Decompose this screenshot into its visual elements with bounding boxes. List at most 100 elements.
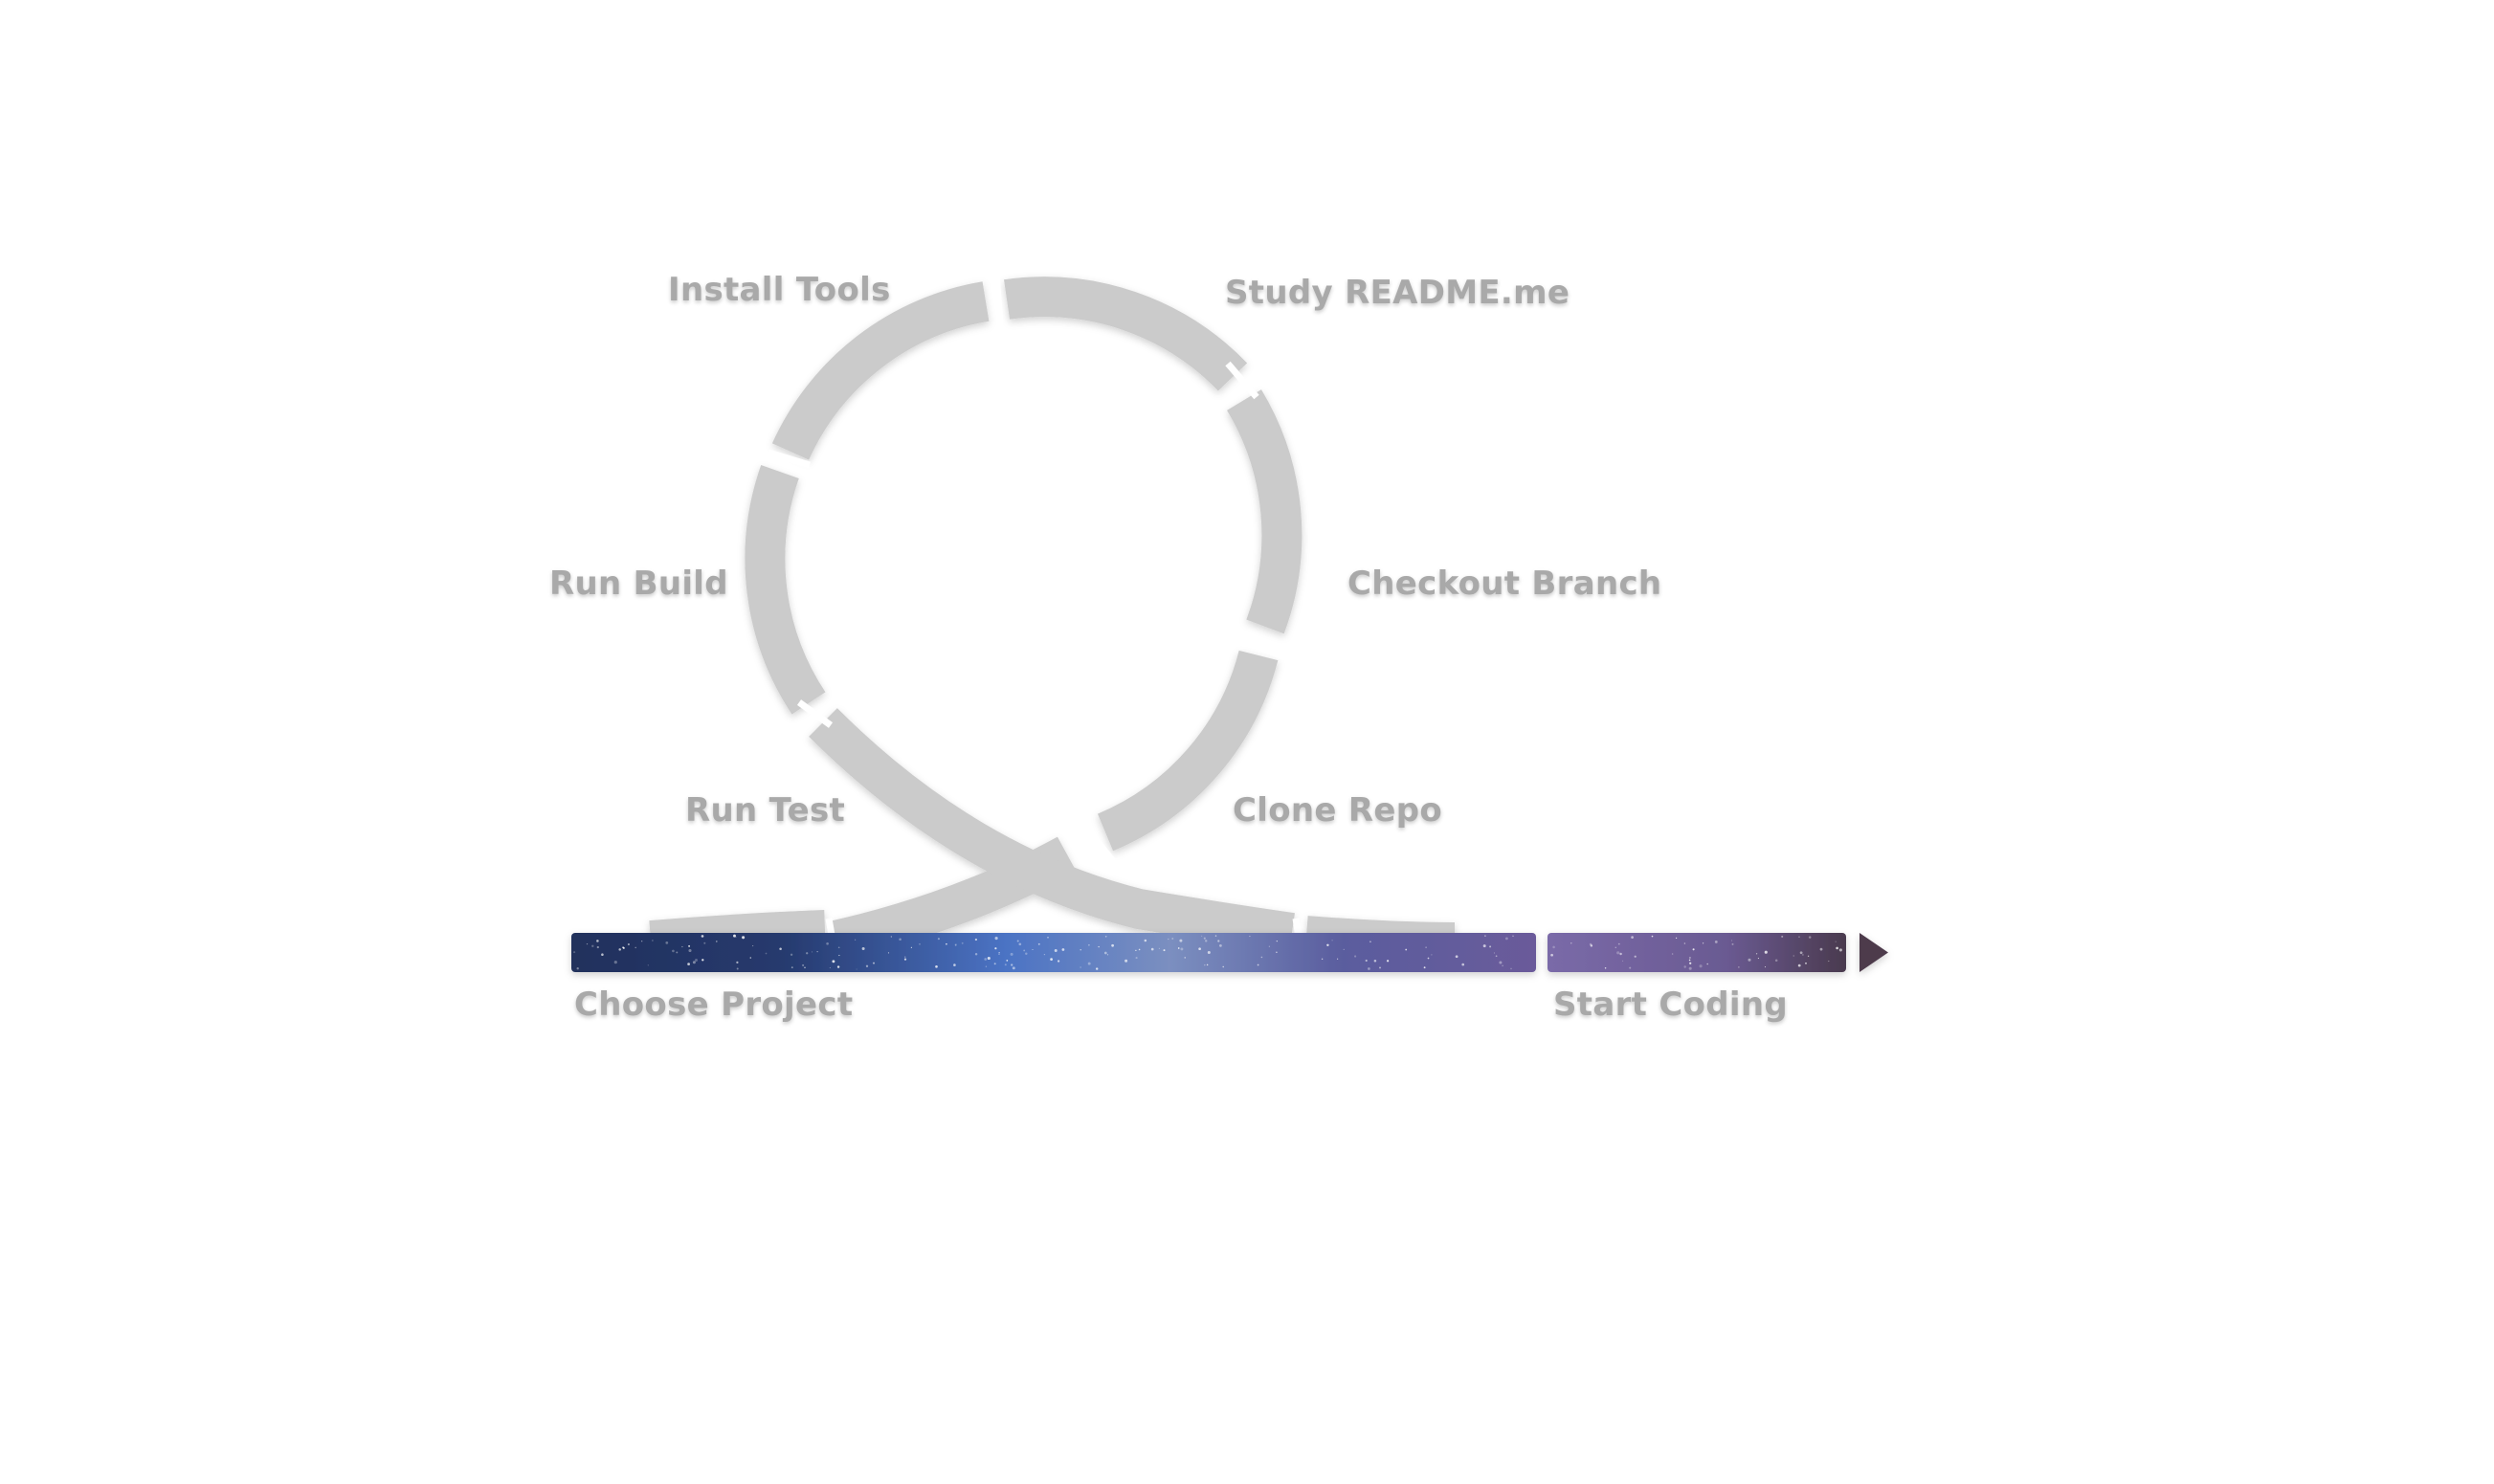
star-speck [887,952,890,954]
star-speck [586,942,589,945]
star-speck [701,935,704,938]
star-speck [1061,948,1065,951]
star-speck [890,936,892,938]
star-speck [994,937,998,941]
star-speck [688,944,691,947]
star-speck [1171,938,1174,940]
star-speck [1798,936,1800,938]
star-speck [937,938,940,941]
star-speck [688,948,692,953]
star-speck [1184,957,1186,959]
star-speck [676,951,679,954]
star-speck [1748,958,1751,962]
star-speck [1781,935,1784,938]
star-speck [1006,960,1009,962]
star-speck [736,967,739,970]
star-speck [1135,957,1138,960]
loop-segment-run-build [745,465,826,715]
star-speck [1386,960,1390,963]
star-speck [1379,966,1381,969]
star-speck [954,943,957,946]
star-speck [1619,952,1622,956]
star-speck [1510,967,1512,970]
star-speck [1222,965,1224,968]
star-speck [733,934,736,938]
star-speck [1629,966,1632,969]
label-start-coding: Start Coding [1553,986,1788,1024]
star-speck [1010,952,1013,956]
star-speck [1489,945,1492,948]
label-install-tools: Install Tools [668,271,891,309]
star-speck [1423,966,1426,969]
star-speck [953,963,956,966]
star-speck [790,953,793,956]
star-speck [1828,960,1830,963]
star-speck [1201,935,1203,937]
star-speck [791,966,793,968]
star-speck [1373,959,1377,963]
star-speck [1206,963,1209,966]
star-speck [804,966,806,968]
star-speck [1204,940,1208,942]
timeline-bars [571,933,1888,972]
star-speck [1047,936,1049,939]
star-speck [672,949,675,953]
star-speck [1589,942,1592,946]
label-checkout-branch: Checkout Branch [1347,565,1662,603]
star-speck [1150,947,1154,951]
star-speck [1689,962,1692,964]
star-speck [829,966,831,969]
star-speck [1050,958,1053,961]
star-speck [961,941,964,944]
star-speck [1797,963,1801,967]
star-speck [749,957,752,959]
star-speck [1217,940,1220,942]
star-speck [1369,941,1371,943]
star-speck [1198,947,1201,951]
star-speck [765,952,768,955]
star-speck [1431,954,1433,956]
star-speck [865,964,869,967]
star-speck [1493,952,1495,954]
star-speck [1168,938,1169,941]
star-speck [903,958,907,961]
timeline-arrow-head [1859,933,1888,972]
loop-segment-run-test [809,708,1295,953]
star-speck [1461,963,1465,966]
label-run-test: Run Test [685,791,846,830]
star-speck [1835,941,1837,942]
star-speck [974,938,978,941]
star-speck [1219,944,1222,947]
star-speck [861,947,865,950]
star-speck [910,946,912,948]
star-speck [1368,967,1370,970]
star-speck [1425,946,1427,948]
star-speck [1321,958,1324,961]
star-speck [681,945,683,948]
star-speck [1755,953,1758,955]
star-speck [811,951,813,953]
star-speck [752,945,754,947]
label-choose-project: Choose Project [574,986,854,1024]
star-speck [1590,944,1593,947]
star-speck [622,946,624,949]
star-speck [1838,948,1842,952]
loop-segment-checkout-branch [1226,389,1303,634]
timeline-bar-main [571,933,1536,972]
star-speck [1706,963,1708,965]
star-speck [1484,935,1486,937]
star-speck [613,961,617,964]
star-speck [1482,944,1486,948]
star-speck [1764,966,1767,968]
star-speck [1731,940,1733,941]
star-speck [1268,945,1270,947]
star-speck [1037,942,1040,945]
star-speck [1054,949,1058,952]
star-speck [1106,954,1109,956]
star-speck [735,936,737,938]
star-speck [1405,948,1408,951]
star-speck [837,946,840,949]
loop-segment-install-tools [771,281,990,460]
star-speck [1805,962,1807,964]
